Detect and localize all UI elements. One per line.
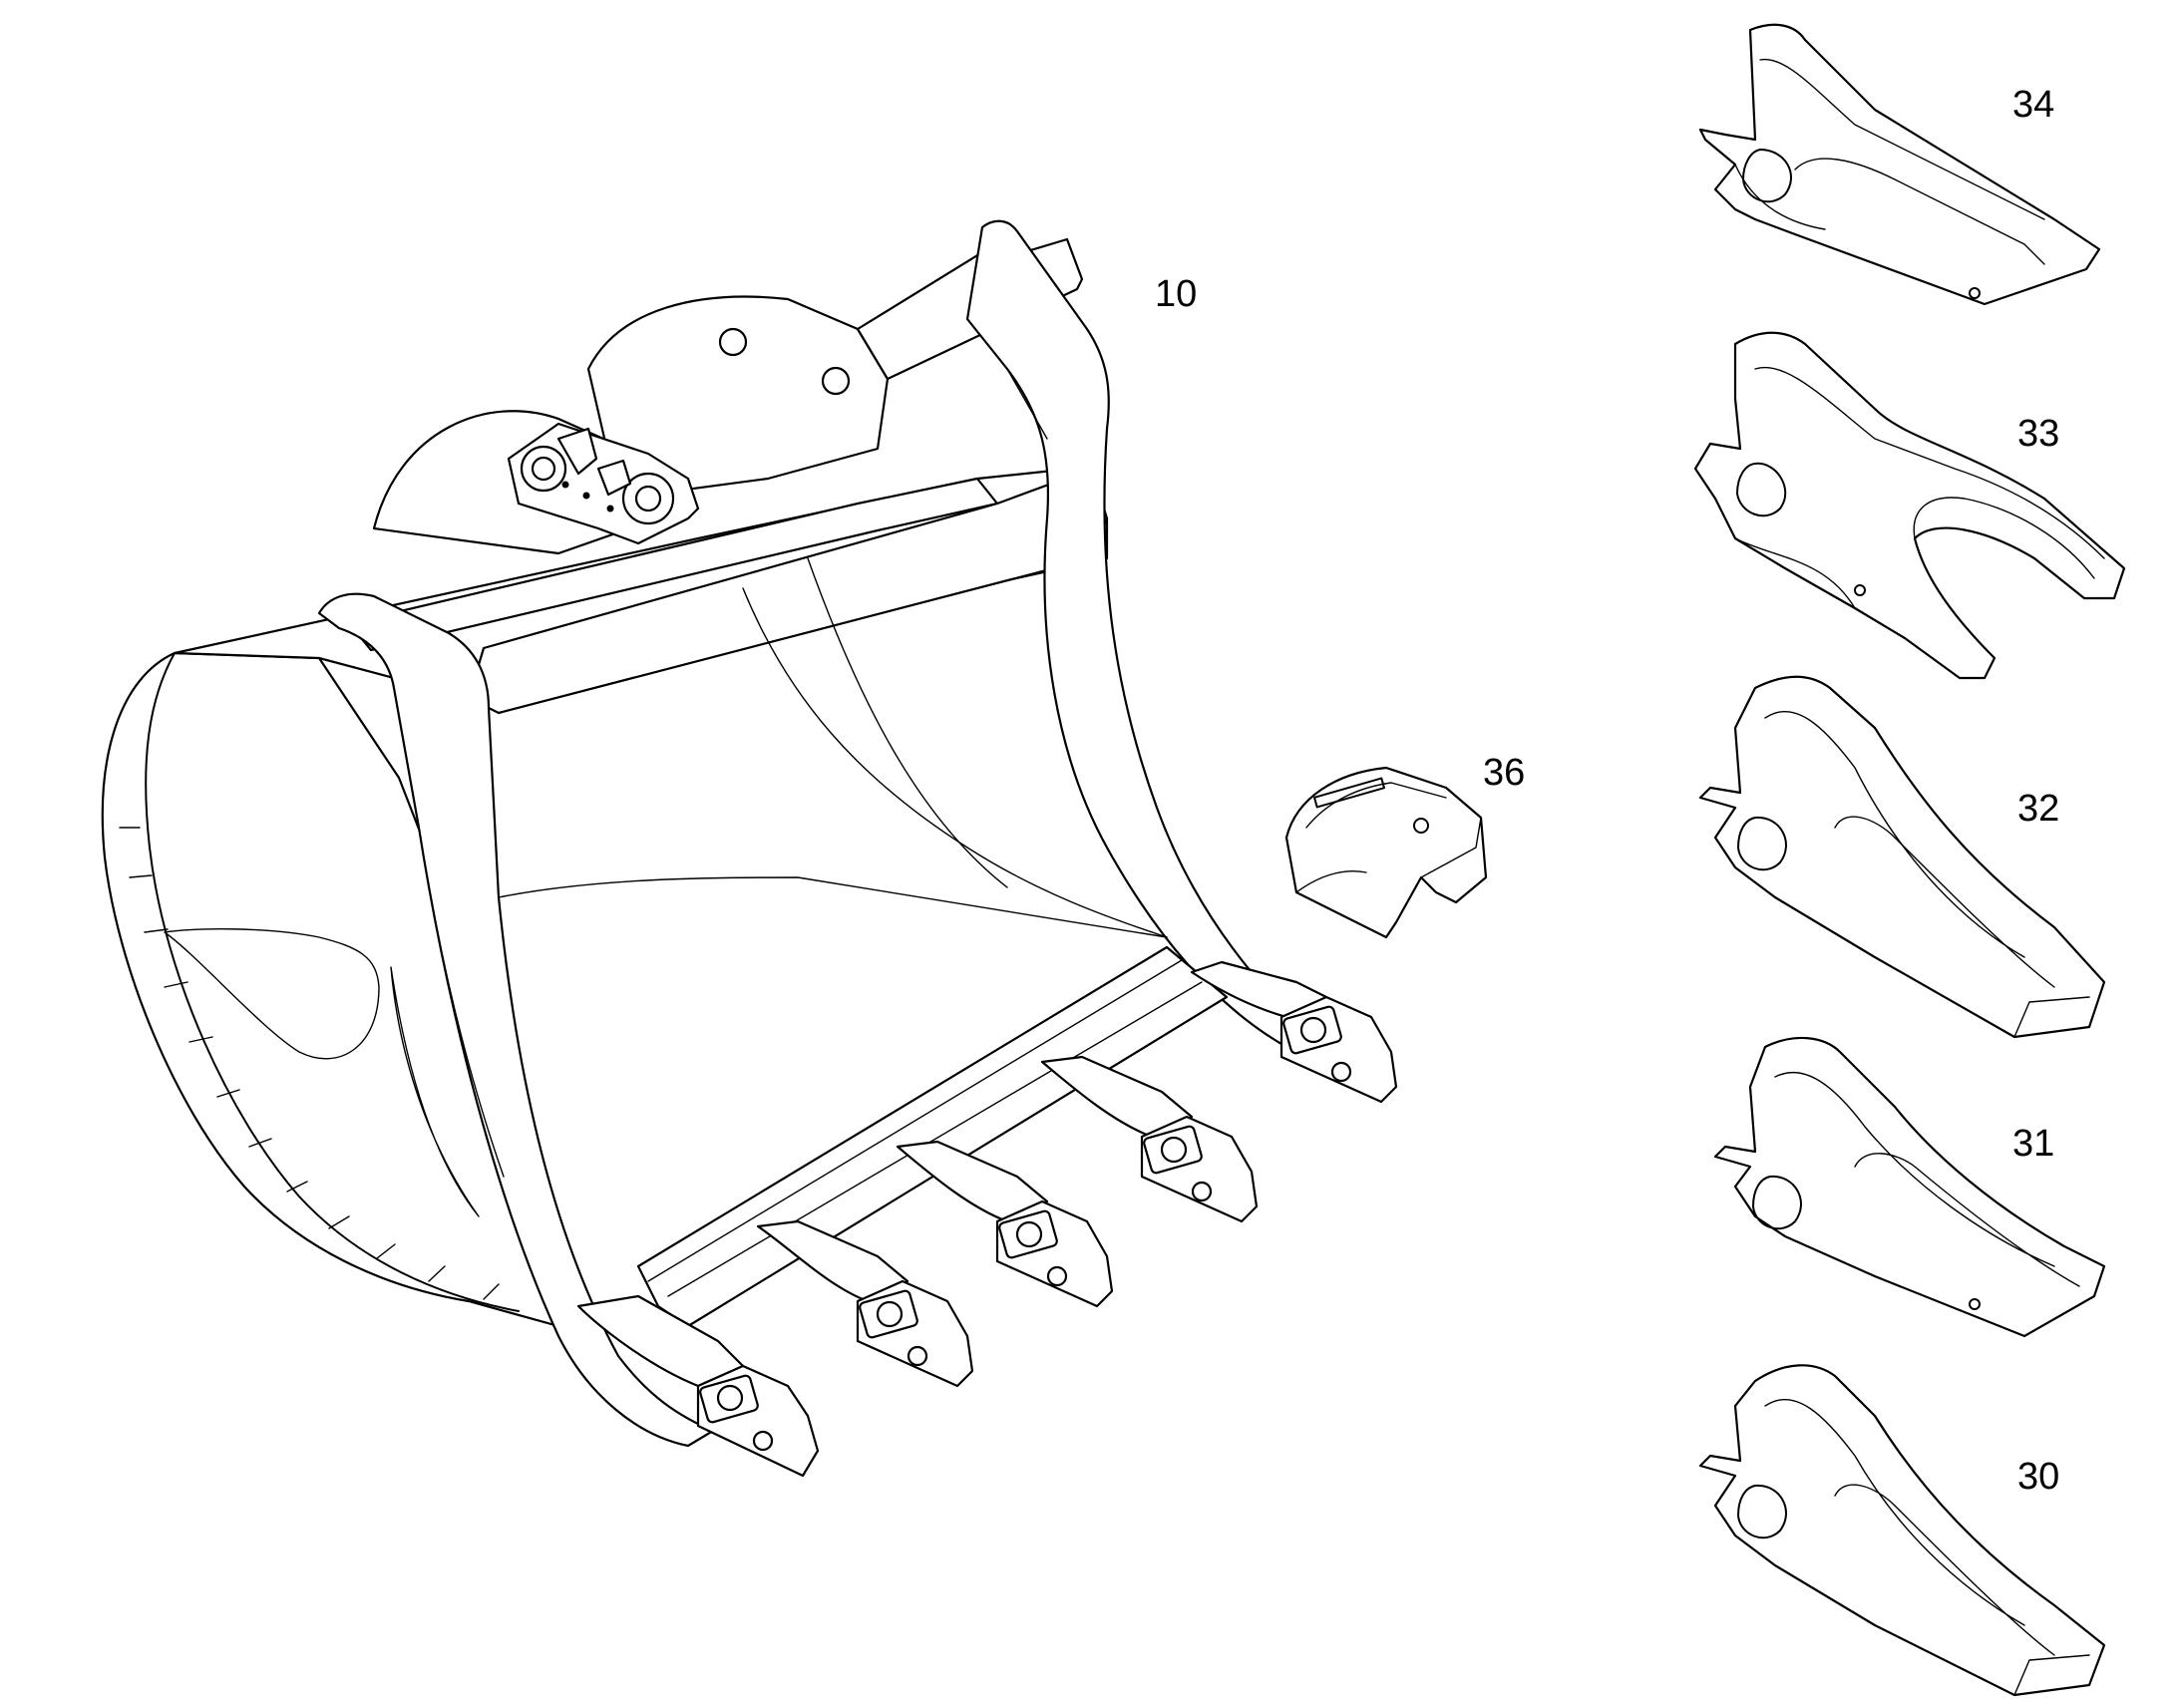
part-label-tooth-32: 32 bbox=[2017, 788, 2060, 830]
part-label-tooth-33: 33 bbox=[2017, 413, 2060, 455]
tooth-33-drawing bbox=[1693, 331, 2126, 680]
part-label-tooth-34: 34 bbox=[2012, 84, 2055, 126]
bucket-teeth-drawing bbox=[576, 960, 1398, 1478]
bucket-tooth bbox=[1040, 1055, 1259, 1223]
tooth-30-drawing bbox=[1698, 1364, 2106, 1697]
tooth-31-drawing bbox=[1713, 1036, 2106, 1338]
part-label-tooth-30: 30 bbox=[2017, 1456, 2060, 1498]
part-label-bucket: 10 bbox=[1155, 273, 1198, 315]
tooth-34-drawing bbox=[1698, 23, 2101, 306]
part-label-cover: 36 bbox=[1483, 752, 1526, 794]
bucket-tooth bbox=[756, 1219, 974, 1388]
bucket-drawing bbox=[101, 219, 1318, 1448]
bucket-tooth bbox=[896, 1140, 1114, 1308]
cover-drawing bbox=[1284, 766, 1488, 939]
tooth-32-drawing bbox=[1698, 675, 2106, 1039]
bucket-tooth bbox=[1190, 960, 1398, 1104]
bucket-tooth bbox=[576, 1294, 820, 1478]
part-label-tooth-31: 31 bbox=[2012, 1123, 2055, 1165]
